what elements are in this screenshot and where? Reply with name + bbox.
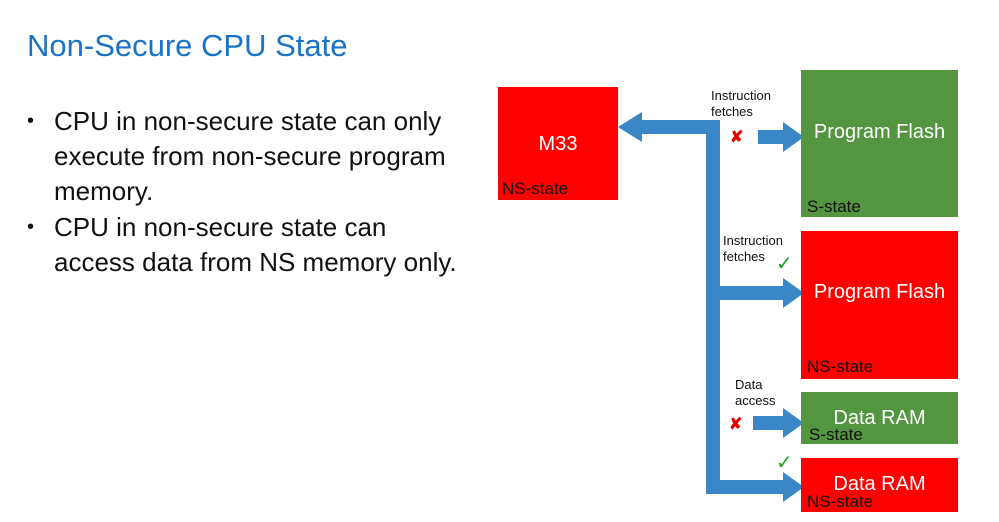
arrow-ns-ram-head xyxy=(783,472,804,502)
arrow-ns-ram-shaft xyxy=(706,480,784,494)
access-label-instruction-nonsecure: Instruction fetches xyxy=(723,233,783,264)
denied-x-icon: ✘ xyxy=(730,129,744,146)
bullet-item: • CPU in non-secure state can access data… xyxy=(25,210,465,280)
memory-state: NS-state xyxy=(807,357,874,376)
memory-state: S-state xyxy=(807,197,861,216)
arrow-ns-flash-head xyxy=(783,278,804,308)
denied-x-icon: ✘ xyxy=(729,416,743,433)
program-flash-nonsecure-box: Program Flash NS-state xyxy=(801,231,958,379)
access-label-instruction-secure: Instruction fetches xyxy=(711,88,771,119)
memory-state: S-state xyxy=(809,425,863,444)
memory-label: Data RAM xyxy=(833,407,926,429)
arrow-s-ram-head xyxy=(783,408,804,438)
arrow-s-flash-head xyxy=(783,122,804,152)
arrow-to-cpu-head xyxy=(618,112,642,142)
access-label-data: Data access xyxy=(735,377,776,408)
arrow-ns-flash-shaft xyxy=(720,286,784,300)
arrow-s-ram-shaft xyxy=(753,416,784,430)
slide-title: Non-Secure CPU State xyxy=(27,28,348,63)
arrow-s-flash-shaft xyxy=(758,130,784,144)
memory-label: Program Flash xyxy=(813,121,946,143)
allowed-check-icon: ✓ xyxy=(776,452,793,474)
data-ram-nonsecure-box: Data RAM NS-state xyxy=(801,458,958,512)
memory-label: Data RAM xyxy=(833,473,926,495)
memory-label: Program Flash xyxy=(813,281,946,303)
bullet-list: • CPU in non-secure state can only execut… xyxy=(25,104,465,281)
allowed-check-icon: ✓ xyxy=(776,253,793,275)
bullet-text: CPU in non-secure state can access data … xyxy=(54,212,457,277)
bus-trunk xyxy=(706,120,720,494)
cpu-label: M33 xyxy=(538,133,578,155)
bullet-dot-icon: • xyxy=(27,216,35,238)
data-ram-secure-box: Data RAM S-state xyxy=(801,392,958,444)
bullet-item: • CPU in non-secure state can only execut… xyxy=(25,104,465,209)
cpu-m33-box: M33 NS-state xyxy=(498,87,618,200)
arrow-to-cpu-shaft xyxy=(640,120,720,134)
cpu-state: NS-state xyxy=(502,179,569,198)
bullet-dot-icon: • xyxy=(27,110,35,132)
program-flash-secure-box: Program Flash S-state xyxy=(801,70,958,217)
bullet-text: CPU in non-secure state can only execute… xyxy=(54,106,446,206)
memory-state: NS-state xyxy=(807,492,874,511)
